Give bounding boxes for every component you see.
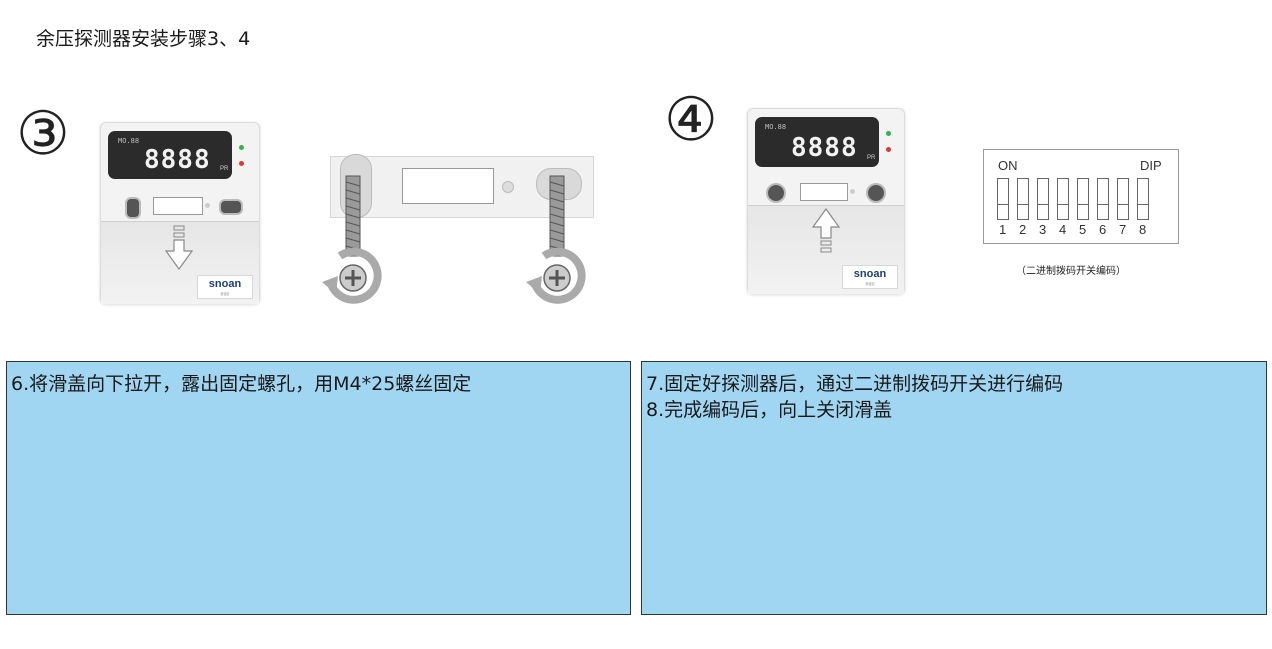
red-led-icon	[886, 147, 891, 152]
instruction-line: 7.固定好探测器后，通过二进制拨码开关进行编码	[646, 373, 1064, 395]
screw-head-icon	[766, 183, 786, 203]
arrow-down-icon	[165, 225, 193, 271]
step-4-number: ④	[664, 85, 718, 155]
red-led-icon	[239, 161, 244, 166]
lcd-unit: PR	[220, 166, 229, 172]
dip-switch-cell	[997, 178, 1009, 220]
dip-switch-cell	[1097, 178, 1109, 220]
dip-number: 8	[1139, 222, 1147, 237]
dip-number: 6	[1099, 222, 1107, 237]
dip-number: 1	[999, 222, 1007, 237]
dip-switch-closeup-icon	[402, 168, 494, 204]
dip-switch-cell	[1037, 178, 1049, 220]
dip-number: 2	[1019, 222, 1027, 237]
screw-hole-icon	[125, 197, 141, 219]
dip-number: 4	[1059, 222, 1067, 237]
step-3-number: ③	[16, 99, 70, 169]
lcd-display: MO.88 8888 PR	[108, 131, 232, 179]
page-title: 余压探测器安装步骤3、4	[36, 28, 251, 50]
dip-switch-cell	[1057, 178, 1069, 220]
dip-number: 7	[1119, 222, 1127, 237]
lcd-display: MO.88 8888 PR	[755, 117, 879, 167]
screw-hole-icon	[219, 199, 243, 215]
lcd-big-digits: 8888	[791, 133, 858, 163]
instruction-box-left: 6.将滑盖向下拉开，露出固定螺孔，用M4*25螺丝固定	[6, 361, 631, 615]
dip-switch-cell	[1117, 178, 1129, 220]
lcd-small-text: MO.88	[765, 123, 787, 131]
dip-label: DIP	[1140, 158, 1162, 173]
screw-head-icon	[866, 183, 886, 203]
instruction-line: 6.将滑盖向下拉开，露出固定螺孔，用M4*25螺丝固定	[11, 373, 472, 395]
lcd-small-text: MO.88	[118, 137, 140, 145]
dip-switch-diagram: ON DIP 1 2 3 4 5 6 7 8	[983, 149, 1179, 244]
screw-mounting-view	[318, 150, 596, 310]
indicator-dot-icon	[205, 203, 210, 208]
dip-switch-cell	[1077, 178, 1089, 220]
instruction-line: 8.完成编码后，向上关闭滑盖	[646, 399, 893, 421]
green-led-icon	[886, 131, 891, 136]
dip-number: 5	[1079, 222, 1087, 237]
green-led-icon	[239, 145, 244, 150]
lcd-big-digits: 8888	[144, 145, 211, 175]
lcd-unit: PR	[867, 155, 876, 161]
arrow-up-icon	[812, 207, 840, 253]
dip-caption: （二进制拨码开关编码）	[1016, 266, 1126, 277]
mini-dip-switch-icon	[800, 183, 848, 201]
indicator-dot-icon	[850, 189, 855, 194]
dip-on-label: ON	[998, 158, 1018, 173]
dip-switch-cell	[1017, 178, 1029, 220]
dip-number: 3	[1039, 222, 1047, 237]
instruction-box-right: 7.固定好探测器后，通过二进制拨码开关进行编码 8.完成编码后，向上关闭滑盖	[641, 361, 1267, 615]
screws-icon	[322, 175, 586, 304]
dip-switch-cell	[1137, 178, 1149, 220]
indicator-dot-icon	[502, 181, 514, 193]
mini-dip-switch-icon	[153, 197, 203, 215]
